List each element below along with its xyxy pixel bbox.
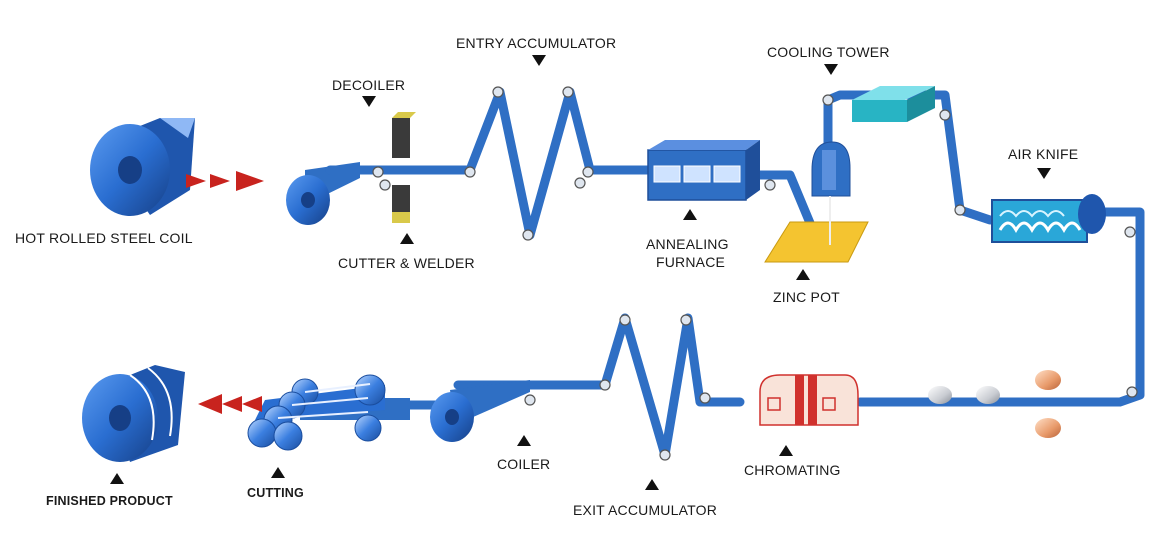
coiler-coil-icon <box>430 380 530 442</box>
marker-cooling-tower <box>824 64 838 75</box>
label-annealing-furnace-1: ANNEALING <box>646 236 729 252</box>
label-air-knife: AIR KNIFE <box>1008 146 1079 162</box>
marker-cutter-welder <box>400 233 414 244</box>
flow-arrows-out-icon <box>198 394 262 414</box>
cutter-welder-icon <box>392 112 416 223</box>
label-hot-rolled-steel-coil: HOT ROLLED STEEL COIL <box>15 230 193 246</box>
guide-rollers <box>372 86 1138 461</box>
label-annealing-furnace-2: FURNACE <box>656 254 726 270</box>
cutting-machine-icon <box>247 374 410 451</box>
label-coiler: COILER <box>497 456 551 472</box>
finishing-rollers-icon <box>928 370 1061 438</box>
label-cutter-welder: CUTTER & WELDER <box>338 255 475 271</box>
marker-finished-product <box>110 473 124 484</box>
label-finished-product: FINISHED PRODUCT <box>46 494 173 508</box>
label-entry-accumulator: ENTRY ACCUMULATOR <box>456 35 617 51</box>
annealing-furnace-icon <box>647 140 760 201</box>
marker-zinc-pot <box>796 269 810 280</box>
label-cooling-tower: COOLING TOWER <box>767 44 890 60</box>
zinc-pot-icon <box>764 141 869 263</box>
marker-air-knife <box>1037 168 1051 179</box>
label-markers <box>110 55 1051 490</box>
marker-cutting <box>271 467 285 478</box>
flow-arrows-in-icon <box>186 171 264 191</box>
marker-exit-accumulator <box>645 479 659 490</box>
marker-coiler <box>517 435 531 446</box>
label-decoiler: DECOILER <box>332 77 406 93</box>
finished-product-coil-icon <box>82 365 185 462</box>
chromating-unit-icon <box>759 374 859 426</box>
label-zinc-pot: ZINC POT <box>773 289 840 305</box>
air-knife-icon <box>991 194 1106 243</box>
label-chromating: CHROMATING <box>744 462 841 478</box>
cooling-tower-icon <box>852 86 935 122</box>
marker-annealing-furnace <box>683 209 697 220</box>
hot-rolled-coil-icon <box>90 118 195 216</box>
marker-decoiler <box>362 96 376 107</box>
label-exit-accumulator: EXIT ACCUMULATOR <box>573 502 718 518</box>
marker-chromating <box>779 445 793 456</box>
marker-entry-accumulator <box>532 55 546 66</box>
label-cutting: CUTTING <box>247 486 304 500</box>
